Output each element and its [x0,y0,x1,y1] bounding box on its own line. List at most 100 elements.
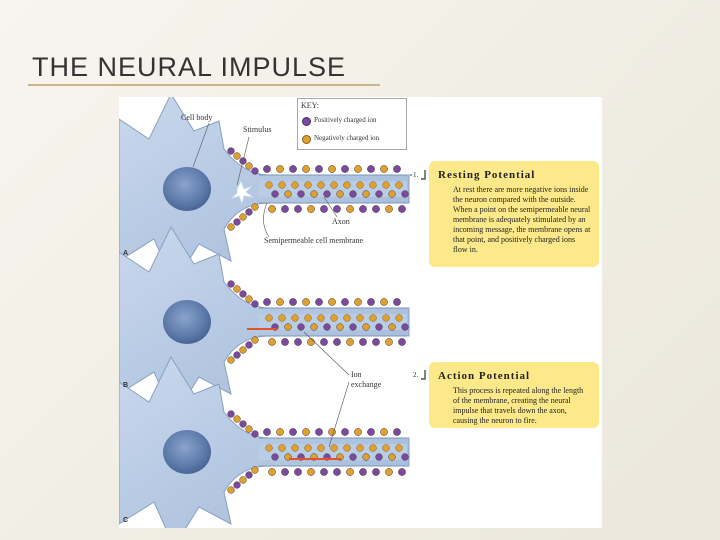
ion-inner [369,181,377,189]
ion-inner [375,453,383,461]
cell-body-label: Cell body [181,113,213,122]
ion-outer-bottom [359,338,367,346]
ion-outer-top [315,428,323,436]
ion-cell-edge [233,218,241,226]
ion-outer-top [367,165,375,173]
ion-outer-top [393,428,401,436]
ion-outer-top [315,165,323,173]
neuron-cell-body [119,355,410,528]
ion-cell-edge [245,471,253,479]
ion-cell-edge [233,285,241,293]
ion-cell-edge [245,341,253,349]
ion-inner [317,314,325,322]
ion-cell-edge [233,152,241,160]
ion-outer-top [289,165,297,173]
ion-cell-edge [227,486,235,494]
ion-inner [388,323,396,331]
positive-ion-icon [302,117,311,126]
ion-inner [395,181,403,189]
ion-outer-bottom [281,468,289,476]
ion-inner [317,181,325,189]
ion-inner [382,444,390,452]
ion-outer-top [341,428,349,436]
ion-outer-bottom [346,468,354,476]
ion-inner [323,190,331,198]
ion-outer-bottom [294,468,302,476]
ion-inner [336,323,344,331]
ion-cell-edge [239,476,247,484]
ion-inner [369,314,377,322]
ion-inner [304,314,312,322]
action-potential-callout: Action Potential This process is repeate… [429,362,599,428]
ion-inner [349,453,357,461]
ion-inner [336,190,344,198]
stimulus-label: Stimulus [243,125,272,134]
ion-cell-edge [227,223,235,231]
key-positive-label: Positively charged ion [314,116,377,124]
ion-outer-bottom [346,338,354,346]
ion-inner [356,444,364,452]
ion-inner [395,314,403,322]
ion-cell-edge [227,410,235,418]
ion-inner [395,444,403,452]
ion-outer-bottom [307,338,315,346]
ion-outer-bottom [372,205,380,213]
ion-outer-top [380,165,388,173]
ion-outer-bottom [372,338,380,346]
cell-body-pointer [192,122,210,168]
ion-outer-bottom [307,205,315,213]
ion-inner [343,444,351,452]
ion-outer-top [302,298,310,306]
ion-outer-bottom [320,468,328,476]
ion-cell-edge [245,295,253,303]
ion-exchange-label-2: exchange [351,380,382,389]
step-2-number: 2. [413,371,419,379]
ion-inner [375,323,383,331]
ion-outer-bottom [398,468,406,476]
ion-outer-bottom [346,205,354,213]
neural-impulse-figure: KEY: Positively charged ion Negatively c… [119,97,602,528]
ion-cell-edge [245,162,253,170]
panel-letter-c: C [123,517,129,524]
ion-outer-top [302,165,310,173]
ion-outer-bottom [281,338,289,346]
ion-exchange-label-1: Ion [351,370,362,379]
ion-inner [297,323,305,331]
ion-inner [401,453,409,461]
ion-inner [297,190,305,198]
ion-outer-top [341,165,349,173]
ion-outer-top [354,298,362,306]
ion-inner [401,323,409,331]
ion-inner [265,314,273,322]
ion-cell-edge [251,466,259,474]
ion-cell-edge [233,481,241,489]
ion-cell-edge [251,300,259,308]
panel-letter-a: A [123,250,129,257]
ion-outer-bottom [268,338,276,346]
ion-outer-top [289,298,297,306]
ion-outer-bottom [268,205,276,213]
ion-outer-top [263,428,271,436]
ion-outer-bottom [333,205,341,213]
step-1-bracket [421,170,426,180]
resting-potential-text: At rest there are more negative ions ins… [453,185,591,254]
resting-potential-title: Resting Potential [438,169,536,181]
ion-outer-top [289,428,297,436]
key-box: KEY: Positively charged ion Negatively c… [297,98,407,150]
ion-inner [369,444,377,452]
ion-cell-edge [239,290,247,298]
ion-outer-bottom [385,338,393,346]
ion-cell-edge [251,203,259,211]
ion-outer-top [354,165,362,173]
ion-cell-edge [227,356,235,364]
ion-inner [284,323,292,331]
ion-outer-bottom [320,338,328,346]
ion-outer-top [354,428,362,436]
ion-outer-top [367,298,375,306]
ion-inner [349,190,357,198]
ion-inner [382,314,390,322]
slide-title: THE NEURAL IMPULSE [32,52,347,82]
ion-outer-top [302,428,310,436]
ion-cell-edge [245,425,253,433]
ion-outer-bottom [333,468,341,476]
